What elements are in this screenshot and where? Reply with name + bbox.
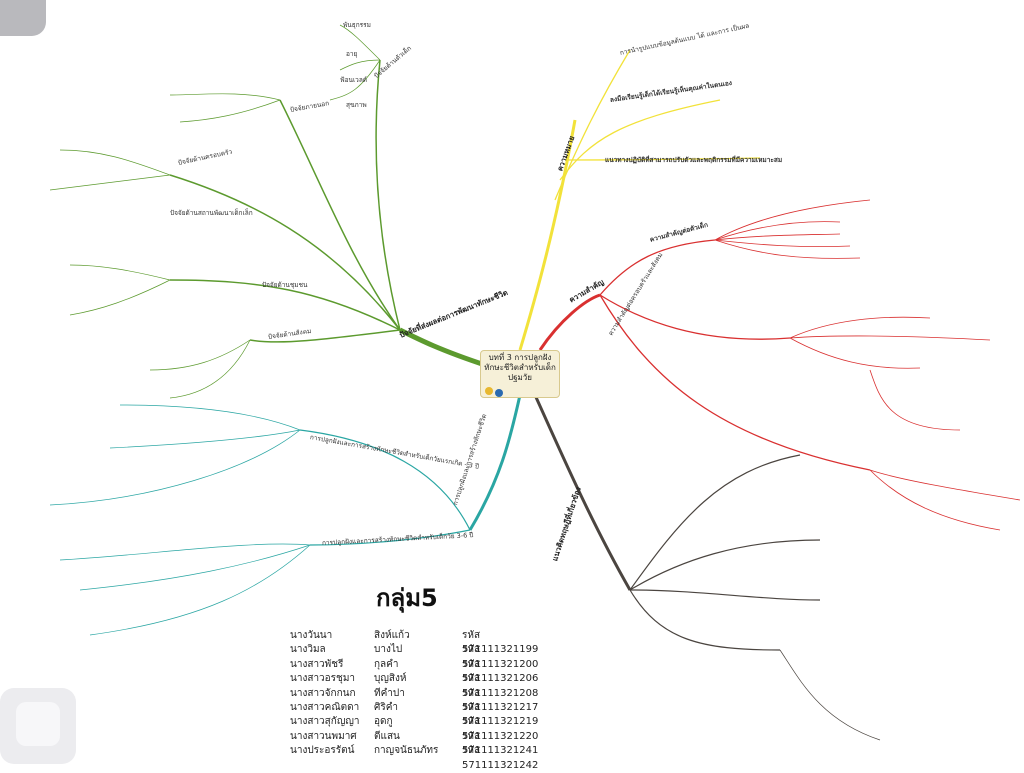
member-surname: บุญสิงห์ bbox=[374, 673, 407, 685]
member-code: รหัส 571111321217 bbox=[462, 687, 539, 713]
member-surname: สิงห์แก้ว bbox=[374, 630, 410, 641]
window-corner-tab bbox=[0, 0, 46, 36]
member-code: รหัส 571111321206 bbox=[462, 658, 539, 685]
branch-red-lines bbox=[538, 199, 1021, 531]
member-name: นางสาวนพมาศ bbox=[290, 730, 357, 742]
trophy-icon bbox=[495, 389, 503, 397]
central-topic-line-1: บทที่ 3 การปลูกฝัง bbox=[488, 353, 552, 362]
member-code: รหัส 571111321200 bbox=[462, 644, 539, 670]
member-surname: อุดกู bbox=[374, 716, 393, 728]
member-row: นางสาวอรชุมา บุญสิงห์ รหัส 571111321208 bbox=[290, 672, 550, 698]
central-topic[interactable]: บทที่ 3 การปลูกฝัง ทักษะชีวิตสำหรับเด็ก … bbox=[480, 350, 560, 398]
member-name: นางประอรรัตน์ bbox=[290, 745, 355, 757]
member-code: รหัส 571111321220 bbox=[462, 716, 539, 742]
green-leaf-4[interactable]: สุขภาพ bbox=[346, 101, 367, 109]
central-topic-line-3: ปฐมวัย bbox=[508, 373, 532, 382]
member-row: นางสาวพัชรี กุลคำ รหัส 571111321206 bbox=[290, 658, 550, 684]
member-surname: ตีแสน bbox=[374, 730, 400, 742]
member-code: รหัส 571111321208 bbox=[462, 673, 539, 699]
member-row: นางประอรรัตน์ กาญจนัธนภัทร รหัส 5711113212… bbox=[290, 744, 550, 770]
member-list: นางวันนา สิงห์แก้ว รหัส 571111321199 นางวิ… bbox=[290, 629, 550, 771]
member-name: นางสาวพัชรี bbox=[290, 658, 344, 670]
member-code: รหัส 571111321242 bbox=[462, 745, 539, 771]
member-name: นางสาวอรชุมา bbox=[290, 673, 356, 685]
member-row: นางสาวสุกัญญา อุดกู รหัส 571111321220 bbox=[290, 715, 550, 741]
member-surname: กาญจนัธนภัทร bbox=[374, 745, 439, 757]
lightbulb-icon bbox=[485, 387, 493, 395]
member-code: รหัส 571111321219 bbox=[462, 701, 539, 728]
green-leaf-2[interactable]: อายุ bbox=[346, 50, 358, 58]
overlay-button-pad[interactable] bbox=[0, 688, 76, 764]
branch-teal-lines bbox=[49, 394, 522, 636]
branch-green-lines bbox=[49, 24, 486, 399]
central-topic-line-2: ทักษะชีวิตสำหรับเด็ก bbox=[484, 363, 556, 372]
member-name: นางวิมล bbox=[290, 644, 326, 656]
member-row: นางวิมล บางไป รหัส 571111321200 bbox=[290, 643, 550, 669]
green-sub-5[interactable]: ปัจจัยด้านชุมชน bbox=[262, 281, 308, 289]
member-code: รหัส 571111321241 bbox=[462, 730, 539, 757]
branch-dark-lines bbox=[533, 394, 881, 741]
member-code: รหัส 571111321199 bbox=[462, 630, 539, 656]
green-leaf-3[interactable]: ฟ้อนเวลด์ bbox=[340, 76, 368, 84]
member-row: นางสาวคณิตดา ศิริคำ รหัส 571111321219 bbox=[290, 701, 550, 727]
member-row: นางวันนา สิงห์แก้ว รหัส 571111321199 bbox=[290, 629, 550, 655]
member-name: นางวันนา bbox=[290, 630, 333, 641]
member-surname: บางไป bbox=[374, 644, 403, 656]
member-name: นางสาวสุกัญญา bbox=[290, 716, 360, 728]
member-surname: กุลคำ bbox=[374, 658, 399, 670]
member-row: นางสาวนพมาศ ตีแสน รหัส 571111321241 bbox=[290, 730, 550, 756]
green-sub-4[interactable]: ปัจจัยด้านสถานพัฒนาเด็กเล็ก bbox=[170, 209, 253, 217]
group-title: กลุ่ม5 bbox=[376, 584, 438, 612]
member-name: นางสาวจักกนก bbox=[290, 687, 356, 699]
member-name: นางสาวคณิตดา bbox=[290, 701, 360, 713]
member-surname: ทีคำปา bbox=[374, 687, 405, 699]
branch-yellow-lines bbox=[518, 49, 761, 351]
overlay-button-inner bbox=[16, 702, 60, 746]
yellow-leaf-3[interactable]: แนวทางปฏิบัติที่สามารถปรับตัวและพฤติกรรม… bbox=[605, 156, 783, 164]
member-row: นางสาวจักกนก ทีคำปา รหัส 571111321217 bbox=[290, 687, 550, 713]
green-leaf-1[interactable]: พันธุกรรม bbox=[343, 21, 371, 29]
member-surname: ศิริคำ bbox=[374, 701, 399, 713]
